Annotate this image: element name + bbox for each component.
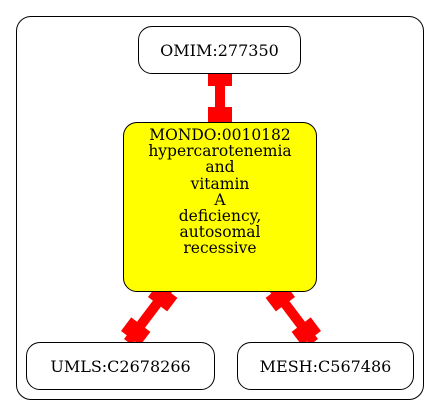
node-mondo-name-line: autosomal: [179, 223, 261, 242]
node-mesh[interactable]: MESH:C567486: [237, 342, 414, 390]
node-mondo-name-line: and: [205, 158, 235, 177]
node-mesh-label: MESH:C567486: [259, 356, 392, 376]
edge-mondo-umls: [121, 283, 178, 346]
node-mondo-name-line: recessive: [183, 239, 257, 258]
node-mondo-name-line: vitamin: [190, 174, 250, 193]
node-mondo-id: MONDO:0010182: [149, 126, 291, 144]
node-omim[interactable]: OMIM:277350: [138, 26, 301, 74]
node-omim-label: OMIM:277350: [160, 40, 279, 60]
edge-omim-mondo: [208, 69, 232, 124]
node-mondo-name-line: A: [214, 190, 226, 209]
node-umls[interactable]: UMLS:C2678266: [26, 342, 215, 390]
node-mondo-name-line: hypercarotenemia: [148, 142, 292, 161]
graph-cluster: [16, 16, 424, 400]
edge-mondo-mesh: [265, 283, 321, 346]
node-mondo-name-line: deficiency,: [178, 207, 262, 226]
node-mondo[interactable]: MONDO:0010182 hypercarotenemia and vitam…: [123, 122, 317, 292]
node-umls-label: UMLS:C2678266: [50, 356, 191, 376]
